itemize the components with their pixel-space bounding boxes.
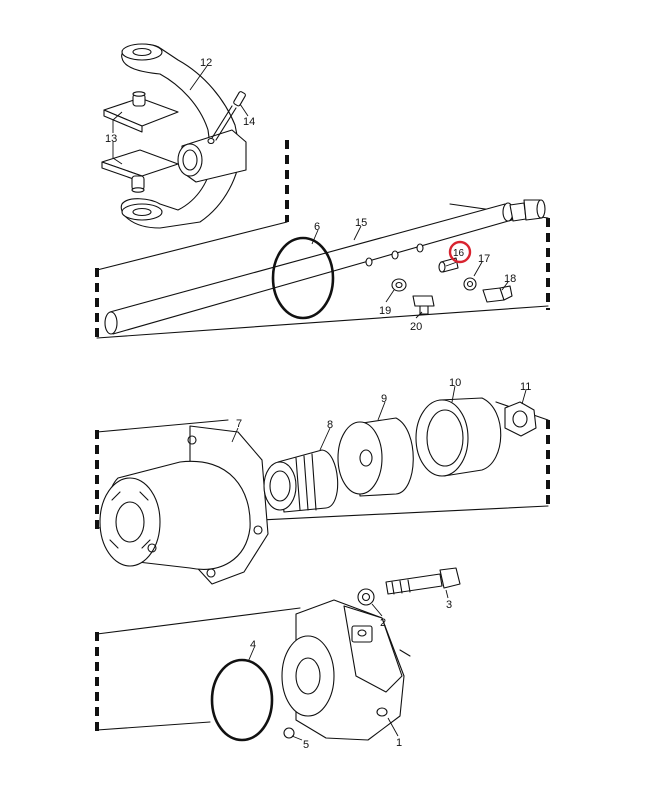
washer-19 (391, 278, 407, 292)
o-ring-5 (283, 727, 295, 739)
screw-3 (385, 567, 461, 595)
washer-2 (357, 588, 375, 606)
grease-pin (211, 105, 233, 139)
callout-11: 11 (520, 381, 531, 393)
callout-15: 15 (355, 217, 367, 229)
callout-12: 12 (200, 57, 212, 69)
yoke-body (120, 43, 241, 229)
callout-8: 8 (327, 419, 333, 431)
callout-14: 14 (243, 116, 255, 128)
o-ring-6 (271, 236, 335, 320)
callout-3: 3 (446, 599, 452, 611)
callout-16: 16 (453, 248, 465, 259)
rod-thread (509, 202, 527, 222)
seal-10 (415, 397, 502, 477)
rod-end (104, 311, 118, 335)
wiper-9 (337, 417, 414, 497)
end-block-1 (281, 599, 405, 741)
callout-9: 9 (381, 393, 387, 405)
callout-7: 7 (236, 418, 242, 430)
callout-5: 5 (303, 739, 309, 751)
rod-frame (95, 140, 550, 340)
callout-6: 6 (314, 221, 320, 233)
callout-20: 20 (410, 321, 422, 333)
highlight-ring-16 (448, 240, 472, 264)
callout-labels: 12 13 14 6 15 16 17 18 19 20 7 8 9 10 11… (105, 57, 531, 751)
yoke-top-eye (121, 43, 163, 61)
callout-19: 19 (379, 305, 391, 317)
callout-1: 1 (396, 737, 402, 749)
fitting-18 (482, 285, 513, 303)
piston-8 (263, 449, 339, 513)
cylinder-head-7 (99, 425, 269, 585)
o-ring-4 (210, 658, 274, 742)
block-frame (95, 607, 411, 732)
piston-rod (104, 199, 546, 335)
yoke-assembly (101, 43, 247, 229)
fitting-20 (412, 295, 435, 315)
callout-18: 18 (504, 273, 516, 285)
yoke-bore (177, 143, 203, 177)
callout-10: 10 (449, 377, 461, 389)
callout-13: 13 (105, 133, 117, 145)
leader-lines (112, 65, 527, 741)
yoke-bottom-eye (121, 203, 163, 221)
washer-17 (463, 277, 477, 291)
callout-2: 2 (380, 617, 386, 629)
callout-17: 17 (478, 253, 490, 265)
nut-11 (504, 401, 537, 437)
callout-4: 4 (250, 639, 256, 651)
